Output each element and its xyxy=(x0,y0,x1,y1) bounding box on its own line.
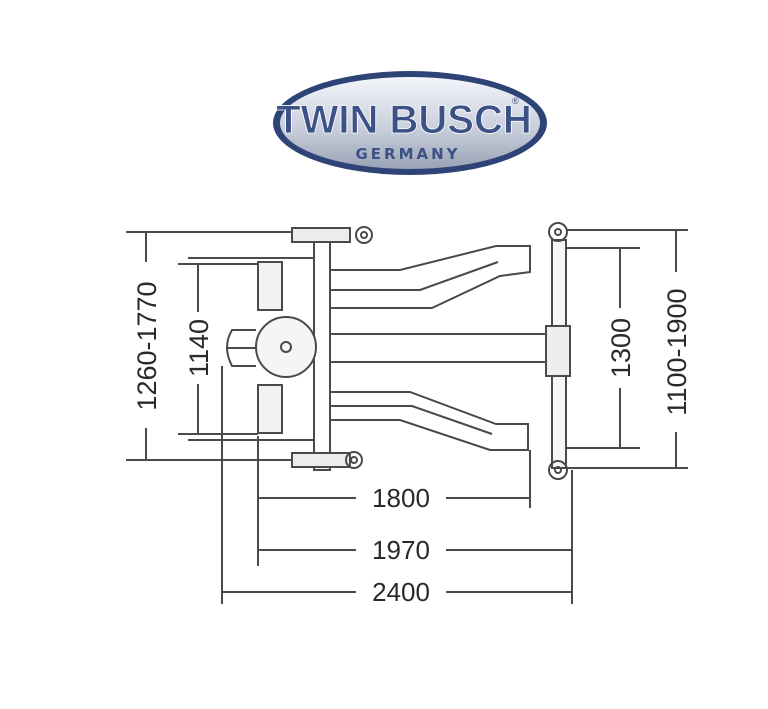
beam-bottom-wheel xyxy=(548,460,568,480)
upper-angled-arm-inner xyxy=(330,261,499,291)
top-bracket xyxy=(291,227,351,243)
logo-brand-text: TWIN BUSCH xyxy=(276,98,532,142)
beam-top-wheel-hub xyxy=(554,228,562,236)
cross-beam-hub xyxy=(545,325,571,377)
label-1100-1900: 1100-1900 xyxy=(662,288,692,415)
upper-angled-arm-outer xyxy=(330,245,531,309)
motor-center xyxy=(280,341,292,353)
label-1970: 1970 xyxy=(372,535,430,565)
logo-registered-mark: ® xyxy=(512,96,519,106)
motor-housing xyxy=(255,316,317,378)
lower-angled-arm-outer xyxy=(330,391,529,451)
twin-busch-logo: TWIN BUSCH ® GERMANY xyxy=(273,71,547,175)
top-wheel-hub xyxy=(360,231,368,239)
label-1800: 1800 xyxy=(372,483,430,513)
top-wheel xyxy=(355,226,373,244)
dimension-labels: 1800 1970 2400 1260-1770 1140 1300 1100-… xyxy=(132,281,692,607)
bottom-bracket xyxy=(291,452,351,468)
label-1300: 1300 xyxy=(606,318,636,378)
logo-subtitle-text: GERMANY xyxy=(355,145,460,163)
bottom-wheel-hub xyxy=(350,456,358,464)
beam-bottom-wheel-hub xyxy=(554,466,562,474)
lower-cylinder-block xyxy=(257,384,283,434)
upper-cylinder-block xyxy=(257,261,283,311)
label-1260-1770: 1260-1770 xyxy=(132,281,162,410)
lift-structure xyxy=(188,222,571,480)
lower-angled-arm-inner xyxy=(330,405,493,435)
bottom-wheel xyxy=(345,451,363,469)
label-2400: 2400 xyxy=(372,577,430,607)
beam-top-wheel xyxy=(548,222,568,242)
label-1140: 1140 xyxy=(184,319,214,377)
dimension-lines xyxy=(126,229,688,604)
logo-oval-inner xyxy=(280,77,540,169)
